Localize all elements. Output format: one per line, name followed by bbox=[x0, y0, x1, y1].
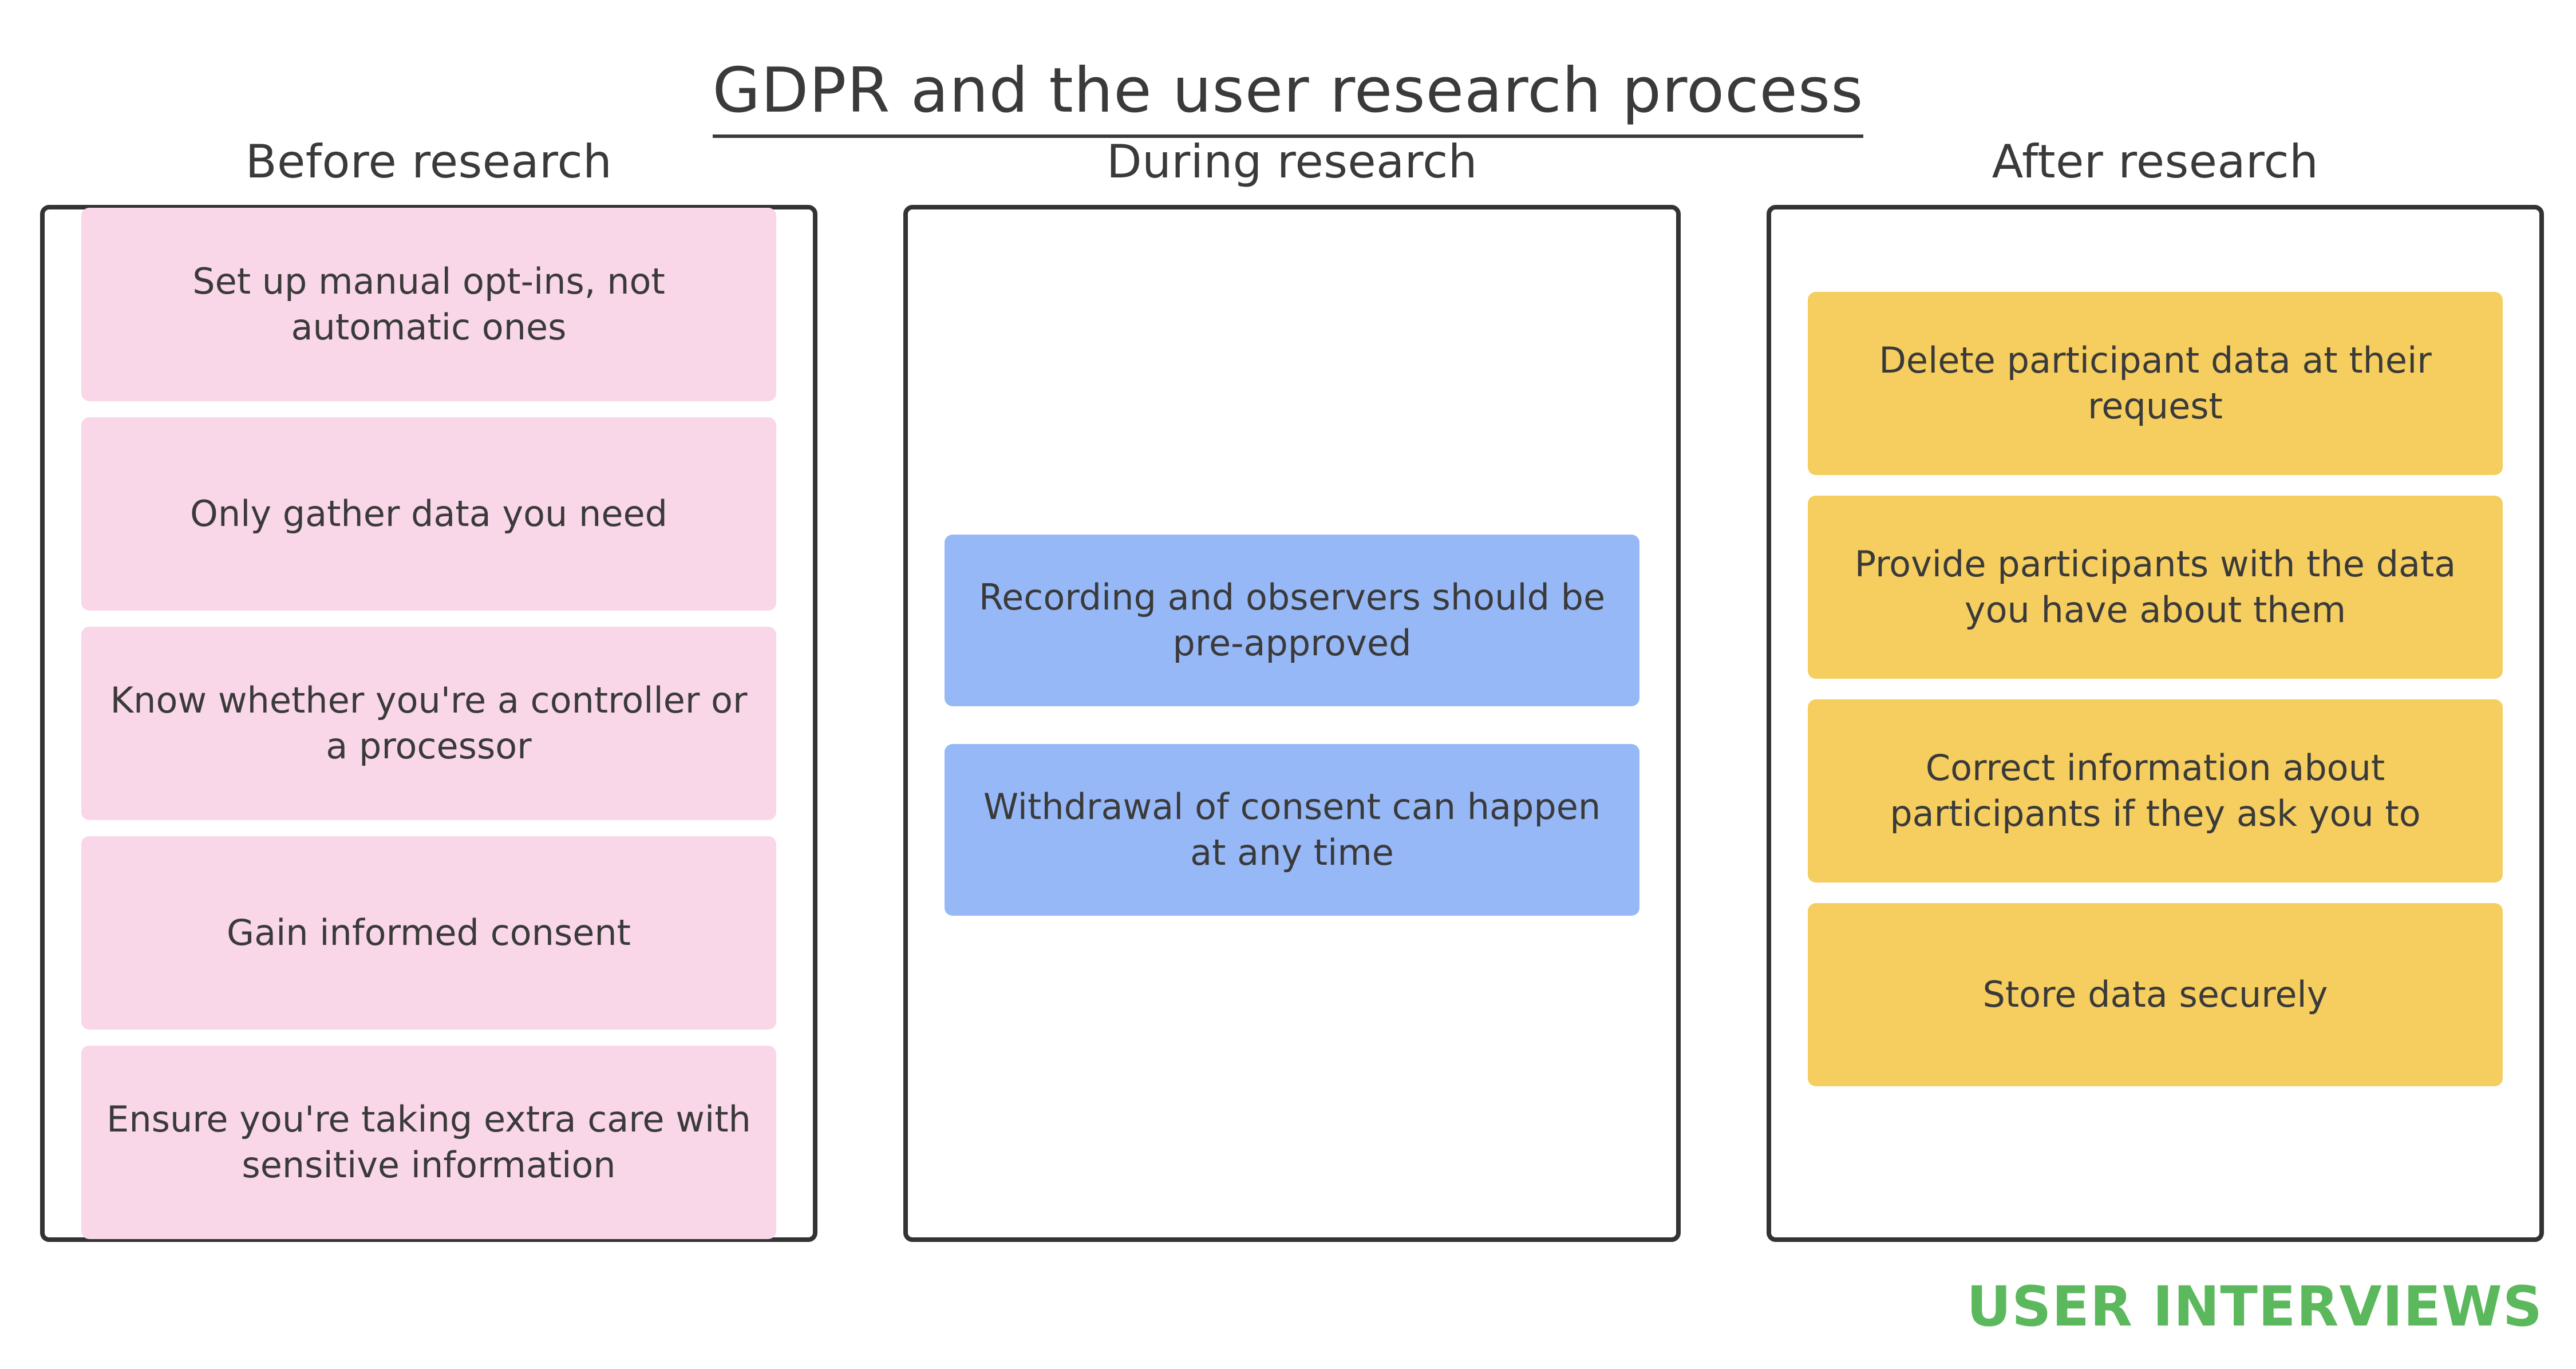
column-before-research: Before research Set up manual opt-ins, n… bbox=[40, 119, 817, 1242]
page-title-text: GDPR and the user research process bbox=[712, 55, 1864, 139]
card-item[interactable]: Gain informed consent bbox=[81, 836, 776, 1030]
card-item[interactable]: Recording and observers should be pre-ap… bbox=[945, 535, 1639, 706]
card-item[interactable]: Know whether you're a controller or a pr… bbox=[81, 627, 776, 820]
column-box-before-research: Set up manual opt-ins, not automatic one… bbox=[40, 205, 817, 1242]
brand-logo: USER INTERVIEWS bbox=[1966, 1275, 2543, 1339]
column-header-during-research: During research bbox=[1107, 135, 1477, 188]
card-item[interactable]: Ensure you're taking extra care with sen… bbox=[81, 1046, 776, 1239]
card-item[interactable]: Withdrawal of consent can happen at any … bbox=[945, 744, 1639, 916]
card-item[interactable]: Delete participant data at their request bbox=[1808, 292, 2503, 475]
card-item[interactable]: Store data securely bbox=[1808, 903, 2503, 1086]
card-item[interactable]: Set up manual opt-ins, not automatic one… bbox=[81, 208, 776, 401]
page-title: GDPR and the user research process bbox=[0, 54, 2576, 139]
card-list-during-research: Recording and observers should be pre-ap… bbox=[945, 535, 1639, 916]
column-header-before-research: Before research bbox=[245, 135, 613, 188]
card-item[interactable]: Provide participants with the data you h… bbox=[1808, 496, 2503, 679]
column-during-research: During research Recording and observers … bbox=[903, 119, 1681, 1242]
columns-container: Before research Set up manual opt-ins, n… bbox=[0, 119, 2576, 1258]
card-list-before-research: Set up manual opt-ins, not automatic one… bbox=[81, 208, 776, 1239]
column-after-research: After research Delete participant data a… bbox=[1767, 119, 2544, 1242]
column-box-during-research: Recording and observers should be pre-ap… bbox=[903, 205, 1681, 1242]
column-box-after-research: Delete participant data at their request… bbox=[1767, 205, 2544, 1242]
card-list-after-research: Delete participant data at their request… bbox=[1808, 292, 2503, 1086]
card-item[interactable]: Correct information about participants i… bbox=[1808, 699, 2503, 883]
column-header-after-research: After research bbox=[1992, 135, 2319, 188]
card-item[interactable]: Only gather data you need bbox=[81, 417, 776, 611]
